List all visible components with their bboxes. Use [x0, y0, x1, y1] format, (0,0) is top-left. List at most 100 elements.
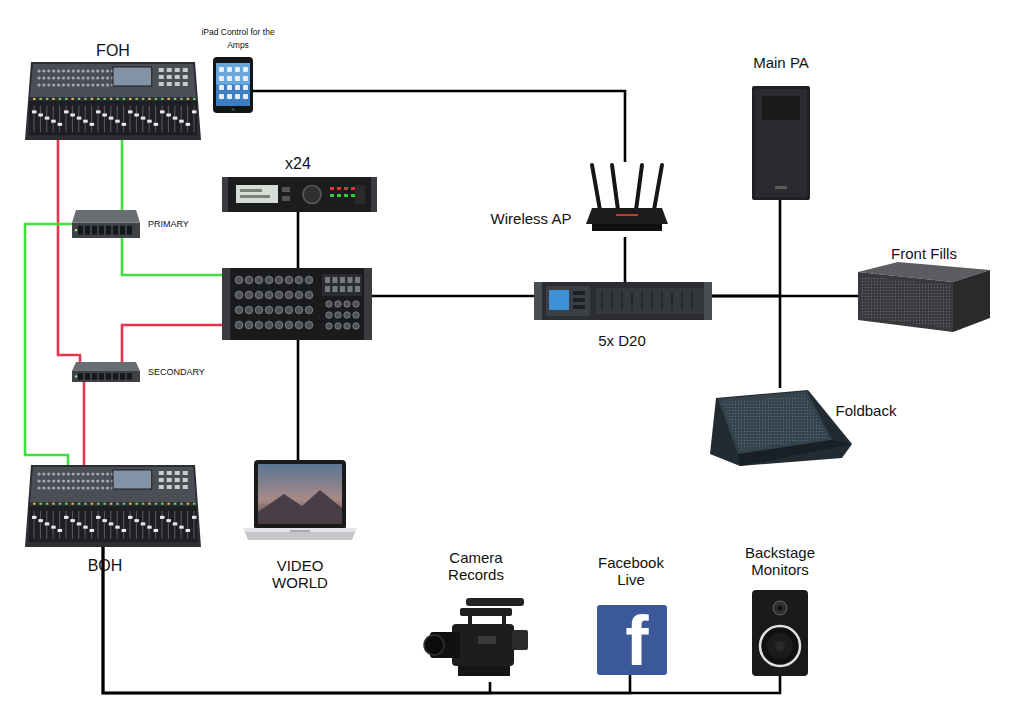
mixing-console-part — [45, 117, 50, 120]
mixing-console-part — [117, 511, 118, 539]
secondary-network-cable — [58, 140, 80, 362]
mixing-console-part — [52, 83, 55, 86]
mixing-console-part — [91, 106, 92, 133]
mixing-console-part — [193, 98, 196, 100]
mixing-console-part — [181, 106, 182, 133]
mixing-console-part — [78, 98, 81, 100]
studio-monitor-part — [760, 626, 800, 666]
stage-box-part — [353, 301, 359, 307]
wedge-monitor: Foldback — [710, 388, 852, 466]
wireless-receiver-part — [371, 177, 377, 212]
mixing-console-part — [160, 110, 165, 113]
stage-box-illustration — [222, 268, 372, 340]
mixing-console-part — [187, 98, 190, 100]
mixing-console-part — [129, 503, 132, 505]
mixing-console-part — [57, 486, 60, 489]
stage-box-part — [245, 306, 253, 314]
wireless-receiver-illustration — [222, 177, 377, 212]
wireless-receiver-part — [337, 194, 341, 197]
mixing-console-part — [47, 479, 50, 482]
video-camera-part — [466, 598, 524, 606]
mixing-console-part — [122, 123, 127, 126]
ipad-tablet-part — [216, 63, 250, 85]
stage-box-part — [285, 291, 293, 299]
stage-box-part — [344, 323, 350, 329]
stage-box-part — [355, 277, 360, 283]
stage-box-part — [355, 286, 360, 292]
mixing-console-illustration — [25, 62, 201, 140]
wedge-monitor-part — [710, 390, 852, 466]
mixing-console-part — [46, 98, 49, 100]
pa-speaker-illustration — [752, 86, 810, 200]
mixing-console-part — [175, 485, 180, 489]
mixing-console-part — [77, 472, 80, 475]
mixing-console-part — [141, 117, 146, 120]
mixing-console-part — [183, 82, 188, 86]
network-switch-part — [92, 226, 97, 235]
network-switch-part — [72, 362, 140, 371]
mixing-console-part — [59, 106, 60, 133]
mixing-console-part — [53, 511, 54, 539]
mixing-console-part — [155, 503, 158, 505]
stage-box-part — [275, 306, 283, 314]
mixing-console-part — [37, 472, 40, 475]
mixing-console-part — [174, 503, 177, 505]
mixing-console-part — [187, 106, 188, 133]
mixing-console-part — [167, 478, 172, 482]
mixing-console-part — [98, 511, 99, 539]
mixing-console-part — [167, 503, 170, 505]
mixing-console-part — [96, 83, 99, 86]
mixing-console-part — [62, 472, 65, 475]
mixing-console-part — [59, 98, 62, 100]
logo-letter: f — [612, 604, 662, 678]
network-switch-part — [75, 229, 77, 231]
mixing-console-part — [148, 98, 151, 100]
stage-box-part — [305, 291, 313, 299]
stage-box-part — [305, 306, 313, 314]
studio-monitor: Backstage Monitors — [752, 590, 808, 676]
mixing-console-part — [82, 83, 85, 86]
ipad-tablet-part — [235, 85, 240, 90]
ipad-tablet-part — [219, 85, 224, 90]
mixing-console-part — [52, 472, 55, 475]
ipad-tablet-part — [243, 76, 248, 81]
video-camera-part — [512, 630, 528, 650]
mixing-console-part — [77, 117, 82, 120]
mixing-console-part — [135, 98, 138, 100]
wireless-receiver-part — [222, 177, 228, 212]
mixing-console-part — [115, 526, 120, 529]
line-array-speaker-part — [861, 276, 950, 328]
mixing-console-part — [160, 516, 165, 519]
network-switch-part — [72, 223, 140, 238]
mixing-console-part — [116, 503, 119, 505]
mixing-console-part — [175, 68, 180, 72]
mixing-console-part — [72, 69, 75, 72]
amplifier-rack-part — [651, 292, 653, 310]
mixing-console-part — [123, 98, 126, 100]
stage-box — [222, 268, 372, 340]
wireless-router-part — [612, 165, 618, 210]
amplifier-rack-part — [621, 292, 623, 310]
stage-box-part — [305, 276, 313, 284]
line-array-speaker-part — [858, 272, 953, 332]
mixing-console-part — [62, 486, 65, 489]
network-switch-part — [78, 226, 83, 235]
mixing-console-part — [57, 76, 60, 79]
mixing-console-part — [77, 486, 80, 489]
wireless-receiver-part — [351, 187, 355, 190]
network-switch-illustration — [72, 210, 140, 238]
signal-cable — [297, 212, 300, 268]
mixing-console-part — [72, 76, 75, 79]
mixing-console-part — [97, 98, 100, 100]
mixing-console-part — [174, 98, 177, 100]
mixing-console-part — [192, 516, 197, 519]
stage-box-part — [295, 276, 303, 284]
mixing-console-part — [183, 485, 188, 489]
mixing-console-part — [38, 519, 43, 522]
stage-box-part — [235, 321, 243, 329]
mixing-console-part — [52, 69, 55, 72]
mixing-console-part — [42, 76, 45, 79]
stage-box-part — [333, 286, 338, 292]
ipad-tablet-part — [227, 94, 232, 99]
mixing-console-part — [102, 519, 107, 522]
